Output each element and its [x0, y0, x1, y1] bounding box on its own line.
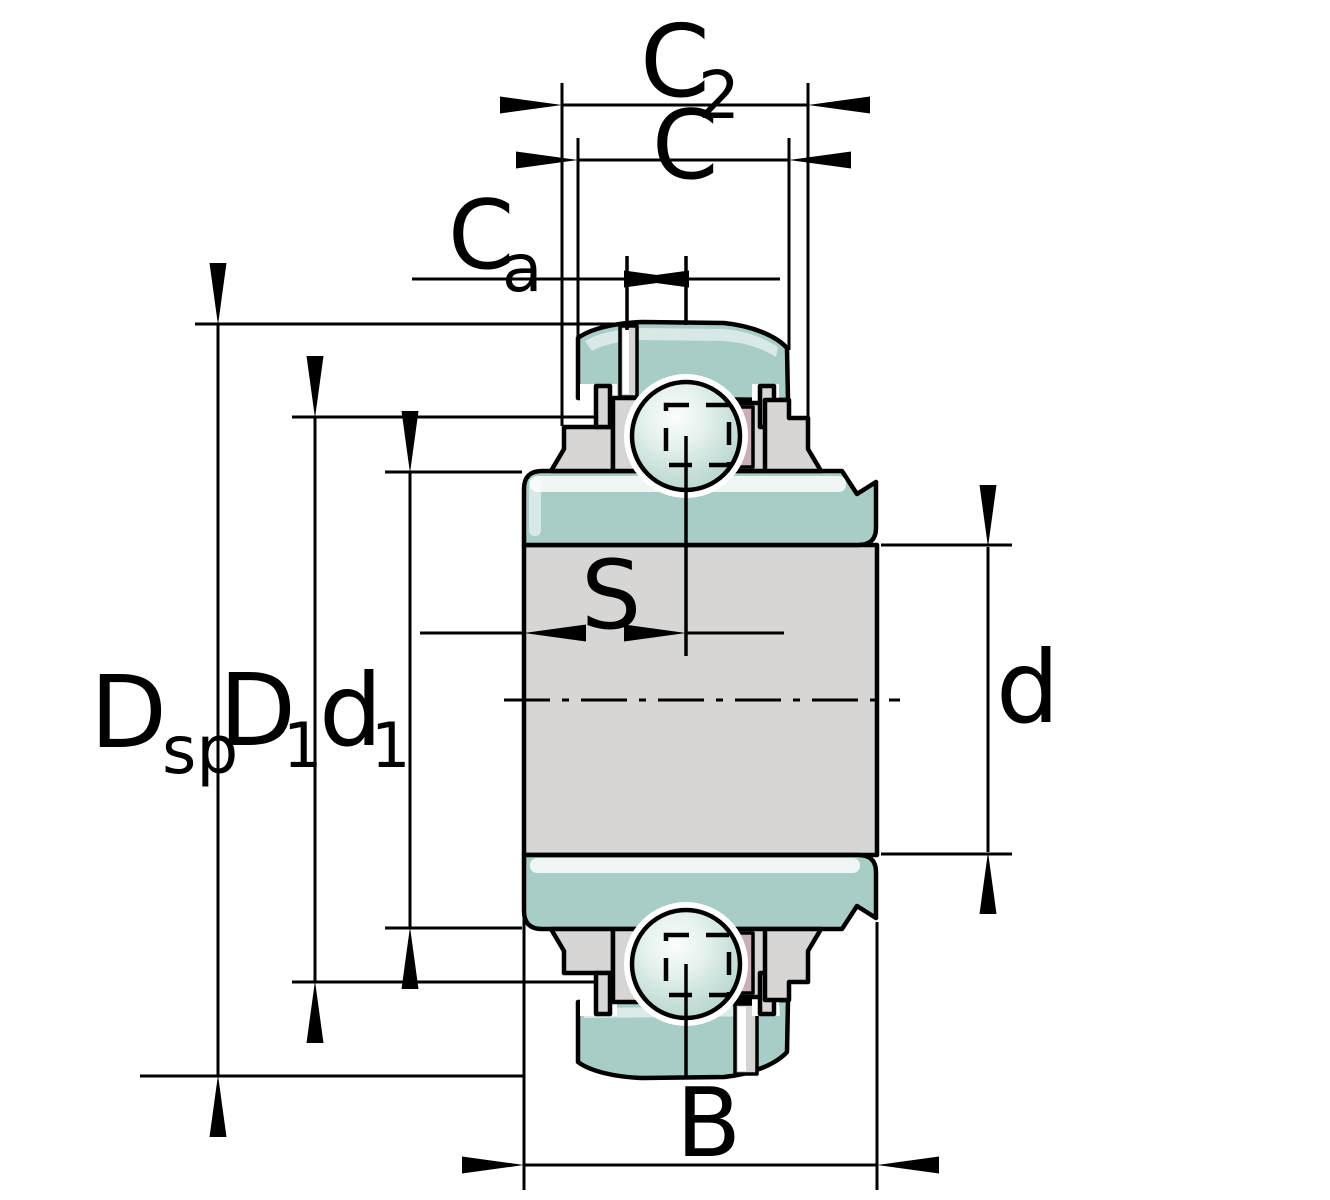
collar-bottom-highlight [530, 858, 860, 873]
label-dsp: D [90, 654, 167, 771]
label-b: B [676, 1069, 741, 1179]
label-ca-subscript: a [502, 230, 542, 307]
centre-lines [504, 256, 900, 1077]
label-d: d [996, 629, 1059, 746]
label-d1-outer-subscript: 1 [283, 709, 322, 782]
extension-lines [140, 83, 1012, 1190]
label-d1-inner-subscript: 1 [371, 709, 410, 782]
flinger-top-left-shoulder [548, 424, 616, 474]
flinger-tab-bottom-left [593, 970, 613, 1017]
flinger-top-right-step [762, 397, 824, 474]
flinger-bottom-left-shoulder [548, 926, 616, 976]
lubrication-slot-bottom [733, 1002, 759, 1076]
label-c2: C [640, 3, 710, 120]
lubrication-slot-top [618, 324, 639, 399]
label-c2-subscript: 2 [698, 57, 740, 134]
dashed-square-bottom [663, 932, 732, 998]
collar-top-left-highlight [529, 478, 541, 536]
dashed-square-top [663, 402, 732, 468]
label-ca: C [448, 181, 514, 291]
dimension-labels: C 2 C C a S D sp D 1 d 1 d B [90, 3, 1059, 1179]
label-dsp-subscript: sp [162, 712, 238, 789]
label-d1-inner: d [319, 652, 382, 769]
flinger-bottom-right-step [762, 926, 824, 1003]
dimension-lines [209, 96, 997, 1174]
flinger-tab-top-left [593, 383, 613, 430]
locking-collar-bottom [521, 852, 879, 932]
label-c: C [652, 91, 718, 201]
label-d1-outer: D [219, 652, 296, 769]
label-s: S [581, 541, 641, 651]
